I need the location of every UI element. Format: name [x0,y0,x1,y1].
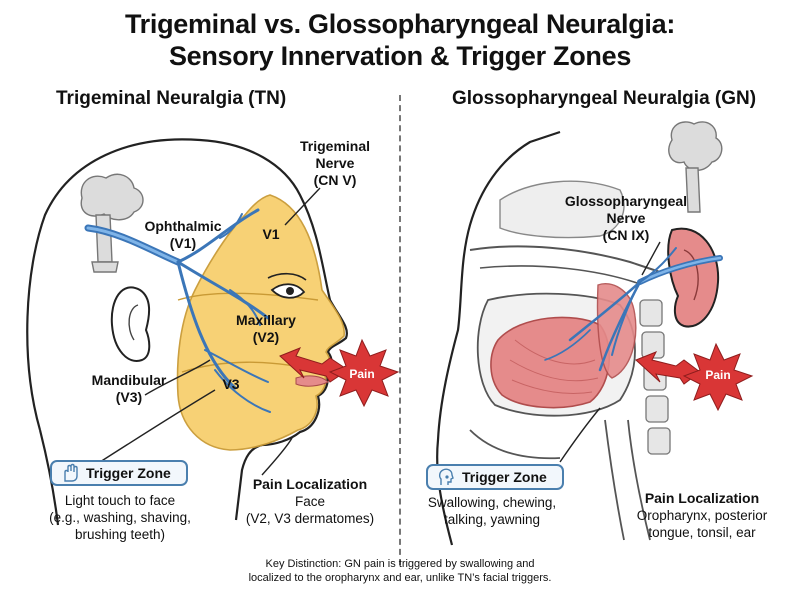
tn-maxillary-label-line-2: (V2) [252,329,280,345]
gn-nerve-label-line-3: (CN IX) [602,227,650,243]
tn-pain-localization-text: Face (V2, V3 dermatomes) [240,493,380,527]
gn-ear [667,227,720,328]
gn-localization-line-2: tongue, tonsil, ear [648,525,756,540]
head-swallow-icon [438,468,454,485]
tn-pain-localization-title: Pain Localization [252,476,368,492]
gn-palate [469,245,661,273]
tn-localization-line-2: (V2, V3 dermatomes) [245,511,375,526]
gn-pain-label: Pain [705,368,731,382]
tn-nerve-branches [84,208,271,413]
tn-head-illustration [26,138,348,526]
gn-nerve-label-line-2: Nerve [606,210,646,226]
tn-v1-label: V1 [262,226,280,242]
tn-pain-label: Pain [349,367,375,381]
gn-trigger-line-2: talking, yawning [443,512,541,527]
key-distinction-line-2: localized to the oropharynx and ear, unl… [248,572,552,584]
tn-trigger-description: Light touch to face (e.g., washing, shav… [30,492,210,543]
tn-ear [110,286,151,362]
tn-maxillary-label: Maxillary (V2) [226,312,306,346]
tn-pain-indicator [279,338,400,408]
panel-divider [399,95,401,565]
gn-tongue [490,316,611,409]
gn-trigger-zone-box: Trigger Zone [426,464,564,490]
tn-mandibular-label-line-1: Mandibular [91,372,167,388]
tn-maxillary-label-line-1: Maxillary [236,312,296,328]
hand-icon [64,463,78,482]
gn-trigger-line-1: Swallowing, chewing, [427,495,557,510]
tn-nerve-label-line-1: Trigeminal [300,138,371,154]
tn-trigger-zone-box: Trigger Zone [50,460,188,486]
main-title-line-2: Sensory Innervation & Trigger Zones [168,41,632,71]
tn-nerve-label-line-3: (CN V) [313,172,357,188]
tn-v3-label: V3 [222,376,240,392]
main-title-line-1: Trigeminal vs. Glossopharyngeal Neuralgi… [124,9,676,39]
main-title: Trigeminal vs. Glossopharyngeal Neuralgi… [0,8,800,72]
tn-trigger-line-1: Light touch to face [64,493,176,508]
gn-pain-indicator [635,342,754,412]
gn-panel-title: Glossopharyngeal Neuralgia (GN) [452,88,757,109]
gn-pain-localization-title: Pain Localization [644,490,760,506]
tn-nerve-label-line-2: Nerve [315,155,355,171]
tn-mandibular-label: Mandibular (V3) [84,372,174,406]
gn-pain-star [682,342,754,412]
gn-trigger-zone-title: Trigger Zone [462,469,547,485]
tn-pain-star [328,338,400,408]
tn-ophthalmic-label-line-2: (V1) [169,235,197,251]
gn-pain-localization-text: Oropharynx, posterior tongue, tonsil, ea… [622,507,782,541]
key-distinction-line-1: Key Distinction: GN pain is triggered by… [265,558,535,570]
tn-ophthalmic-label: Ophthalmic (V1) [138,218,228,252]
tn-nerve-label: Trigeminal Nerve (CN V) [300,138,370,189]
gn-nerve-label: Glossopharyngeal Nerve (CN IX) [556,193,696,244]
gn-skull-base [668,121,723,213]
tn-localization-line-1: Face [294,494,325,509]
gn-trigger-description: Swallowing, chewing, talking, yawning [412,494,572,528]
gn-nerve-label-line-1: Glossopharyngeal [564,193,688,209]
gn-localization-line-1: Oropharynx, posterior [636,508,768,523]
tn-trigger-line-2: (e.g., washing, shaving, [49,510,191,525]
key-distinction-note: Key Distinction: GN pain is triggered by… [0,557,800,585]
tn-ophthalmic-label-line-1: Ophthalmic [144,218,222,234]
tn-mandibular-label-line-2: (V3) [115,389,143,405]
tn-panel-title: Trigeminal Neuralgia (TN) [56,88,287,109]
gn-nerve-branches [544,247,723,372]
tn-trigger-line-3: brushing teeth) [74,527,166,542]
tn-trigger-zone-title: Trigger Zone [86,465,171,481]
